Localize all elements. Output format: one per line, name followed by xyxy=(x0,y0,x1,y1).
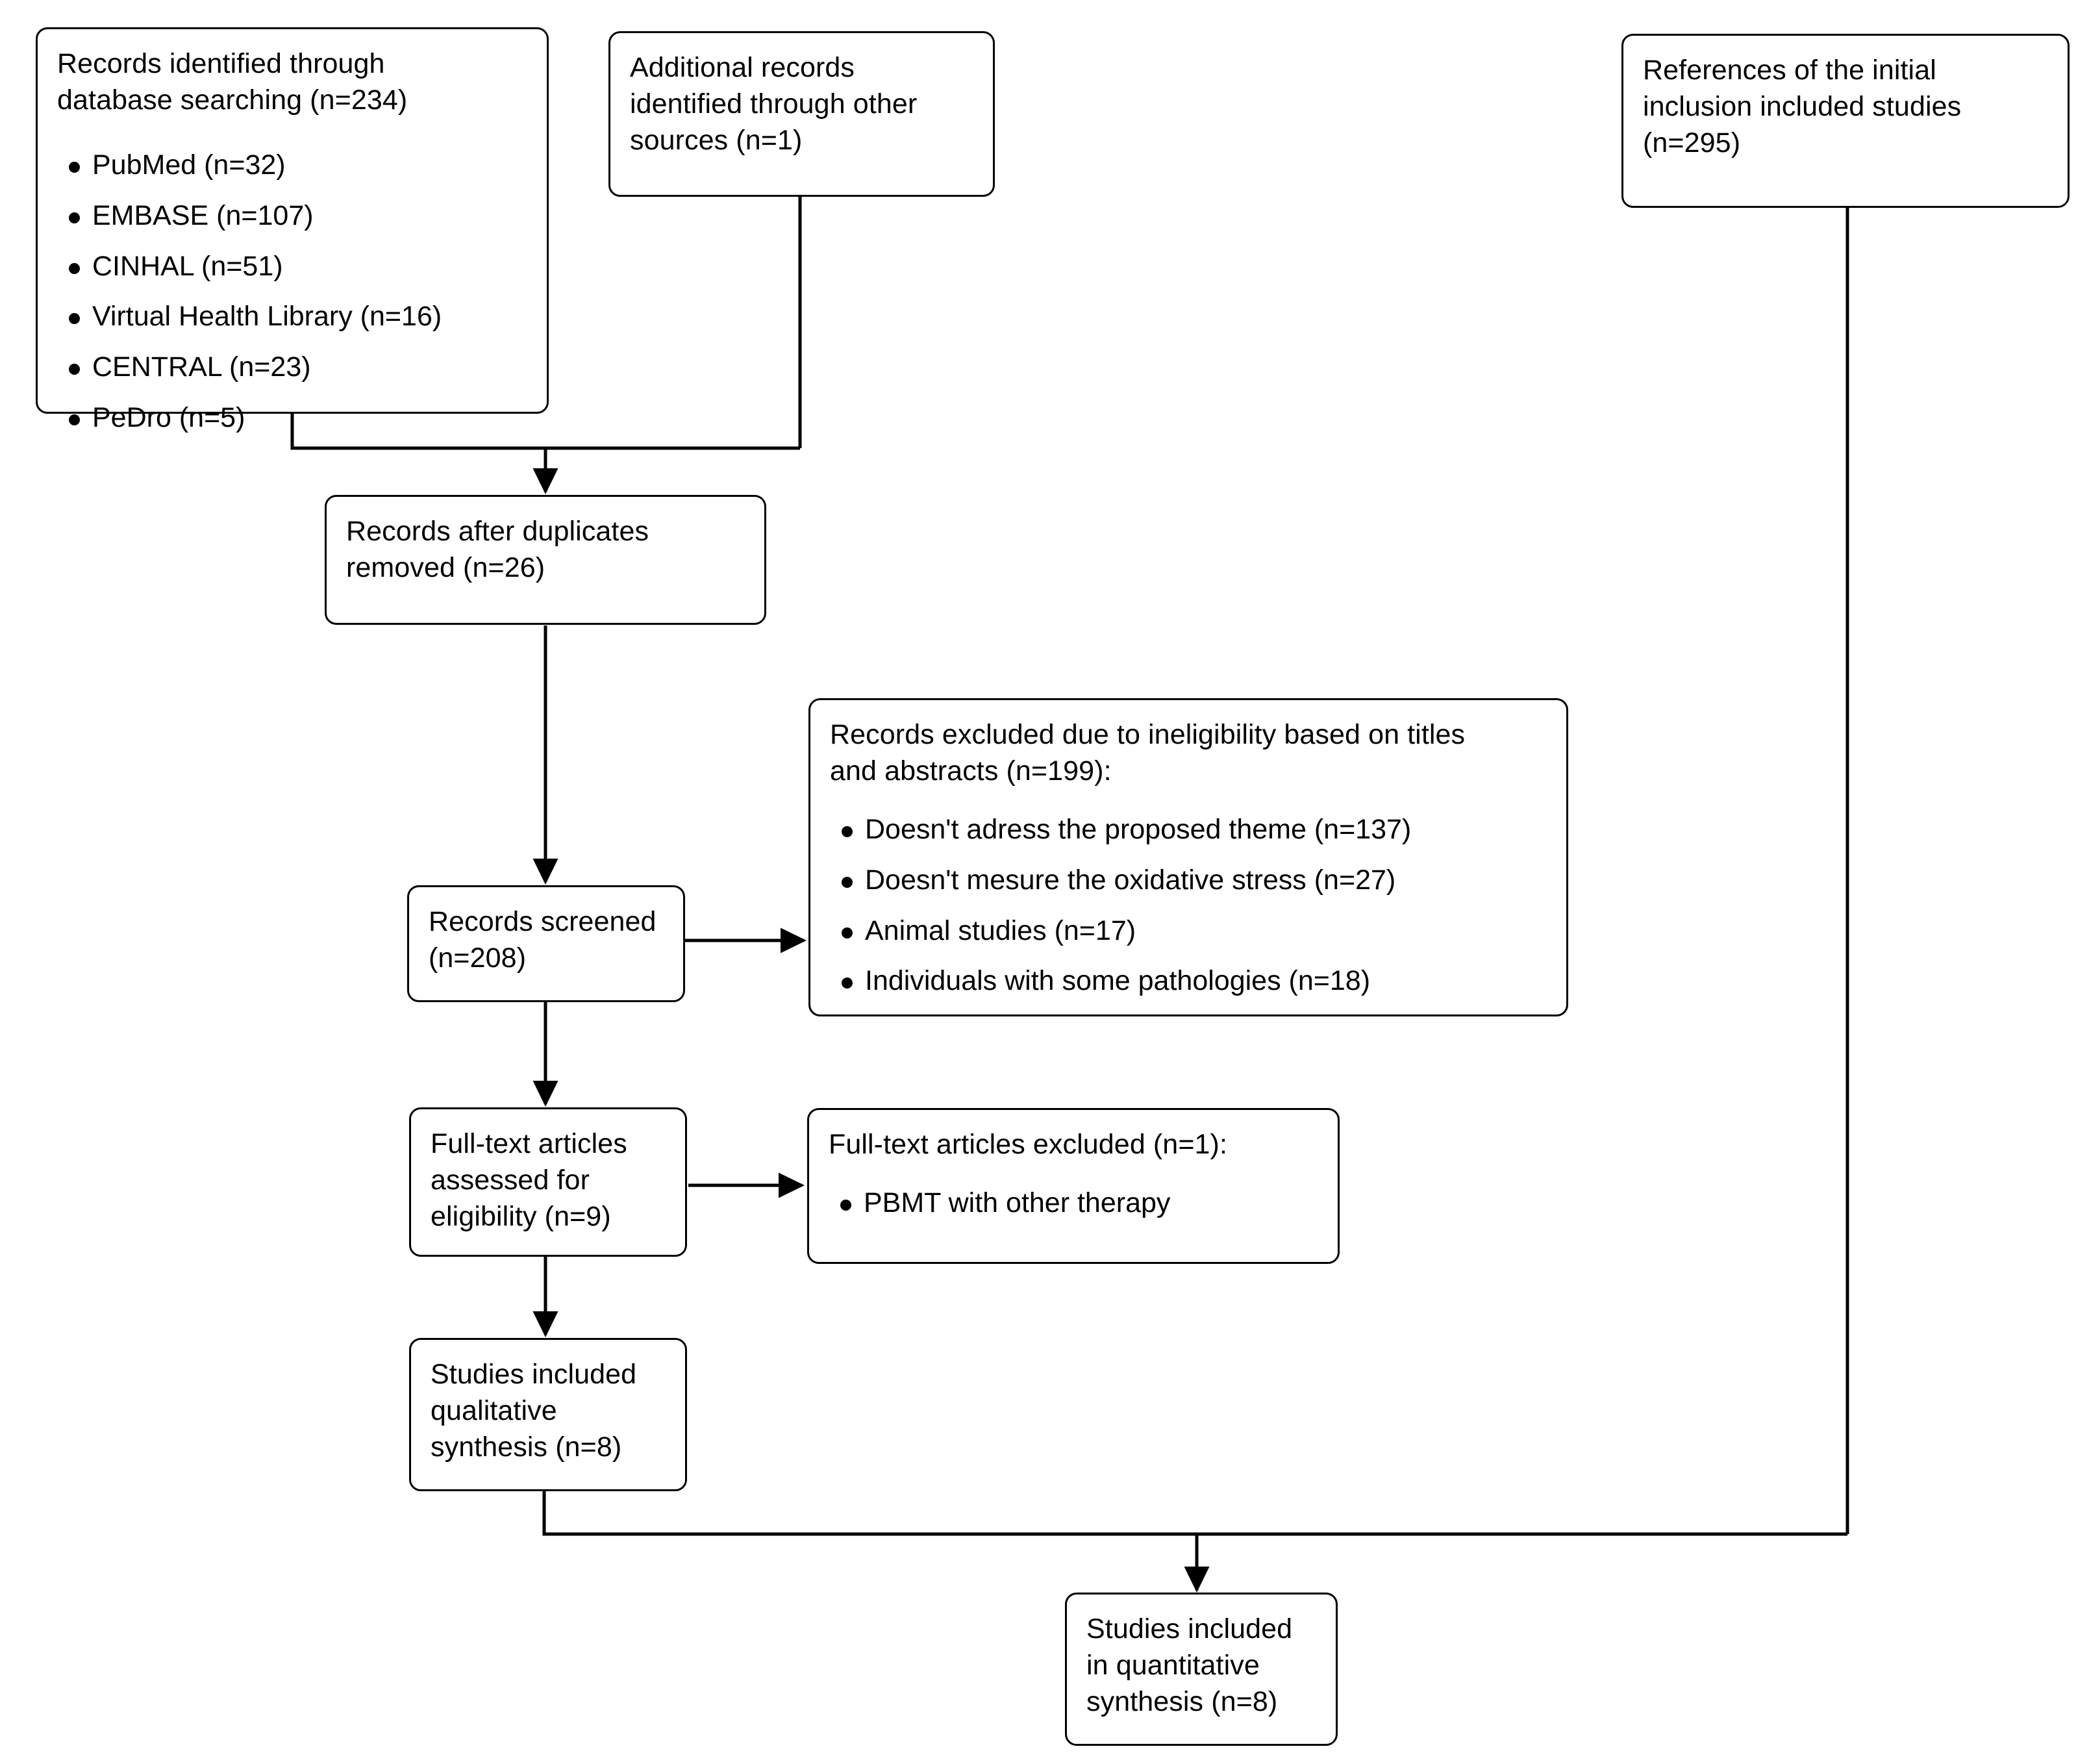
records-screened-title: Records screened (n=208) xyxy=(429,906,657,974)
list-item: EMBASE (n=107) xyxy=(57,198,527,234)
node-records-excluded: Records excluded due to ineligibility ba… xyxy=(808,698,1568,1016)
list-item: Doesn't adress the proposed theme (n=137… xyxy=(830,812,1547,848)
list-item: Doesn't mesure the oxidative stress (n=2… xyxy=(830,863,1547,899)
other-sources-title: Additional records identified through ot… xyxy=(630,52,918,156)
qualitative-synthesis-title: Studies included qualitative synthesis (… xyxy=(431,1359,637,1463)
list-item: Individuals with some pathologies (n=18) xyxy=(830,963,1547,1000)
quantitative-synthesis-title: Studies included in quantitative synthes… xyxy=(1086,1613,1293,1717)
list-item: CINHAL (n=51) xyxy=(57,249,527,285)
list-item: PubMed (n=32) xyxy=(57,147,527,184)
fulltext-excluded-reason-list: PBMT with other therapy xyxy=(829,1185,1318,1222)
node-quantitative-synthesis: Studies included in quantitative synthes… xyxy=(1065,1593,1338,1746)
node-initial-references: References of the initial inclusion incl… xyxy=(1621,34,2070,208)
duplicates-removed-title: Records after duplicates removed (n=26) xyxy=(346,516,649,583)
node-database-search: Records identified through database sear… xyxy=(36,27,549,433)
database-search-title: Records identified through database sear… xyxy=(57,48,408,116)
records-excluded-title: Records excluded due to ineligibility ba… xyxy=(830,719,1466,787)
records-excluded-reason-list: Doesn't adress the proposed theme (n=137… xyxy=(830,812,1547,1000)
node-fulltext-excluded: Full-text articles excluded (n=1): PBMT … xyxy=(807,1108,1340,1264)
initial-references-title: References of the initial inclusion incl… xyxy=(1643,55,1962,158)
node-duplicates-removed: Records after duplicates removed (n=26) xyxy=(325,495,766,625)
list-item: Virtual Health Library (n=16) xyxy=(57,299,527,335)
node-fulltext-assessed: Full-text articles assessed for eligibil… xyxy=(409,1107,687,1257)
list-item: PBMT with other therapy xyxy=(829,1185,1318,1222)
node-other-sources: Additional records identified through ot… xyxy=(608,31,995,197)
edge-qualitative-to-bottom-bus xyxy=(542,1491,1847,1536)
list-item: Animal studies (n=17) xyxy=(830,913,1547,950)
node-qualitative-synthesis: Studies included qualitative synthesis (… xyxy=(409,1338,687,1491)
database-source-list: PubMed (n=32) EMBASE (n=107) CINHAL (n=5… xyxy=(57,147,527,436)
node-records-screened: Records screened (n=208) xyxy=(407,885,685,1002)
list-item: CENTRAL (n=23) xyxy=(57,349,527,386)
fulltext-assessed-title: Full-text articles assessed for eligibil… xyxy=(431,1128,627,1232)
fulltext-excluded-title: Full-text articles excluded (n=1): xyxy=(829,1129,1228,1160)
list-item: PeDro (n=5) xyxy=(57,400,527,436)
